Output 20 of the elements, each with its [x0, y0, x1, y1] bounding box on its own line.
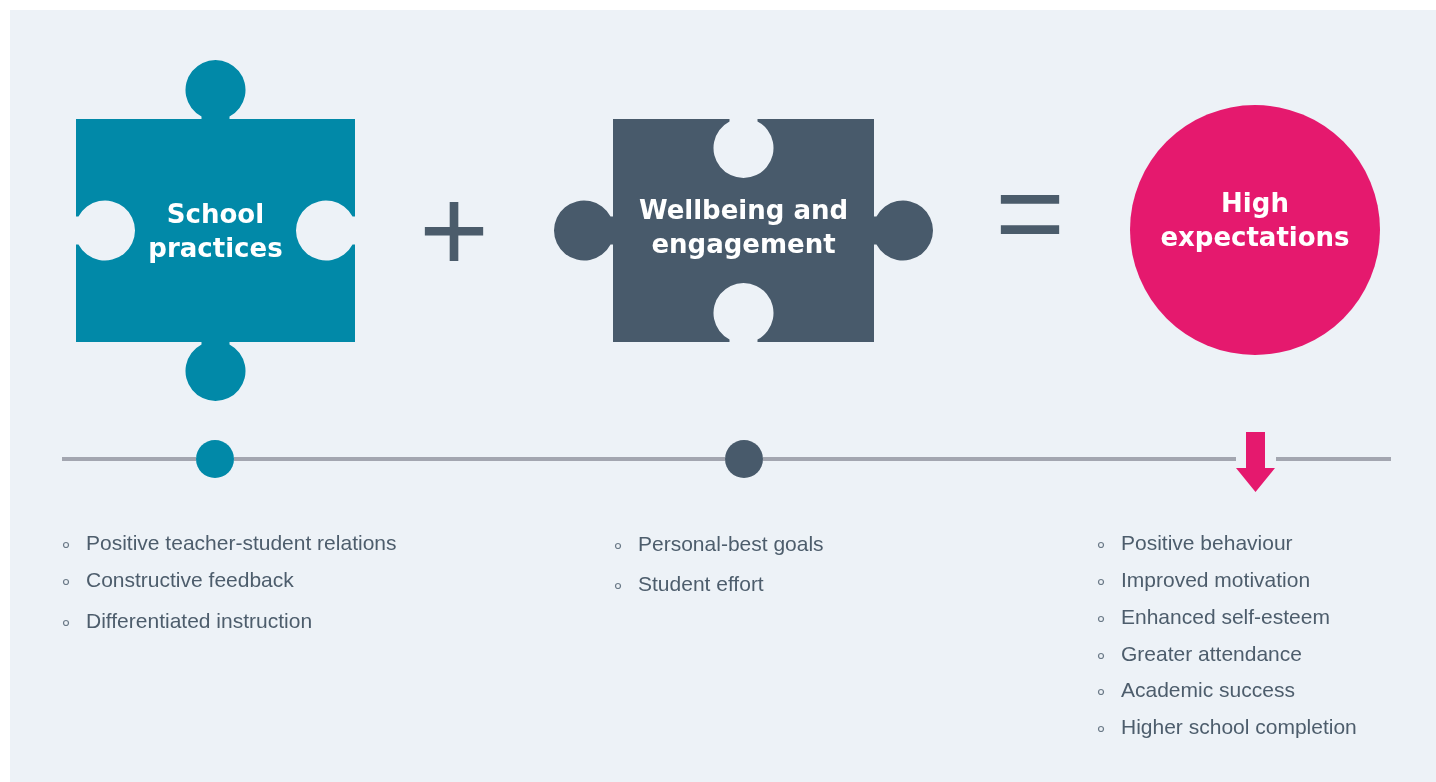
- timeline-line: [62, 457, 196, 461]
- puzzle-title: School practices: [147, 197, 284, 265]
- operator-sign: +: [417, 170, 491, 290]
- puzzle-title: Wellbeing and engagement: [637, 193, 850, 261]
- list-item: Differentiated instruction: [86, 608, 313, 634]
- list-item: Improved motivation: [1121, 567, 1311, 593]
- list-item: Greater attendance: [1121, 641, 1302, 667]
- timeline-line: [763, 457, 1236, 461]
- timeline-line: [234, 457, 725, 461]
- list-item: Student effort: [638, 571, 764, 597]
- list-item: Constructive feedback: [86, 567, 294, 593]
- list-item: Academic success: [1121, 677, 1295, 703]
- list-item: Enhanced self-esteem: [1121, 604, 1330, 630]
- list-item: Personal-best goals: [638, 531, 824, 557]
- list-item: Positive behaviour: [1121, 530, 1293, 556]
- list-item: Higher school completion: [1121, 714, 1357, 740]
- list-item: Positive teacher-student relations: [86, 530, 397, 556]
- operator-sign: =: [993, 152, 1067, 272]
- timeline-line: [1276, 457, 1391, 461]
- circle-title: High expectations: [1159, 187, 1351, 254]
